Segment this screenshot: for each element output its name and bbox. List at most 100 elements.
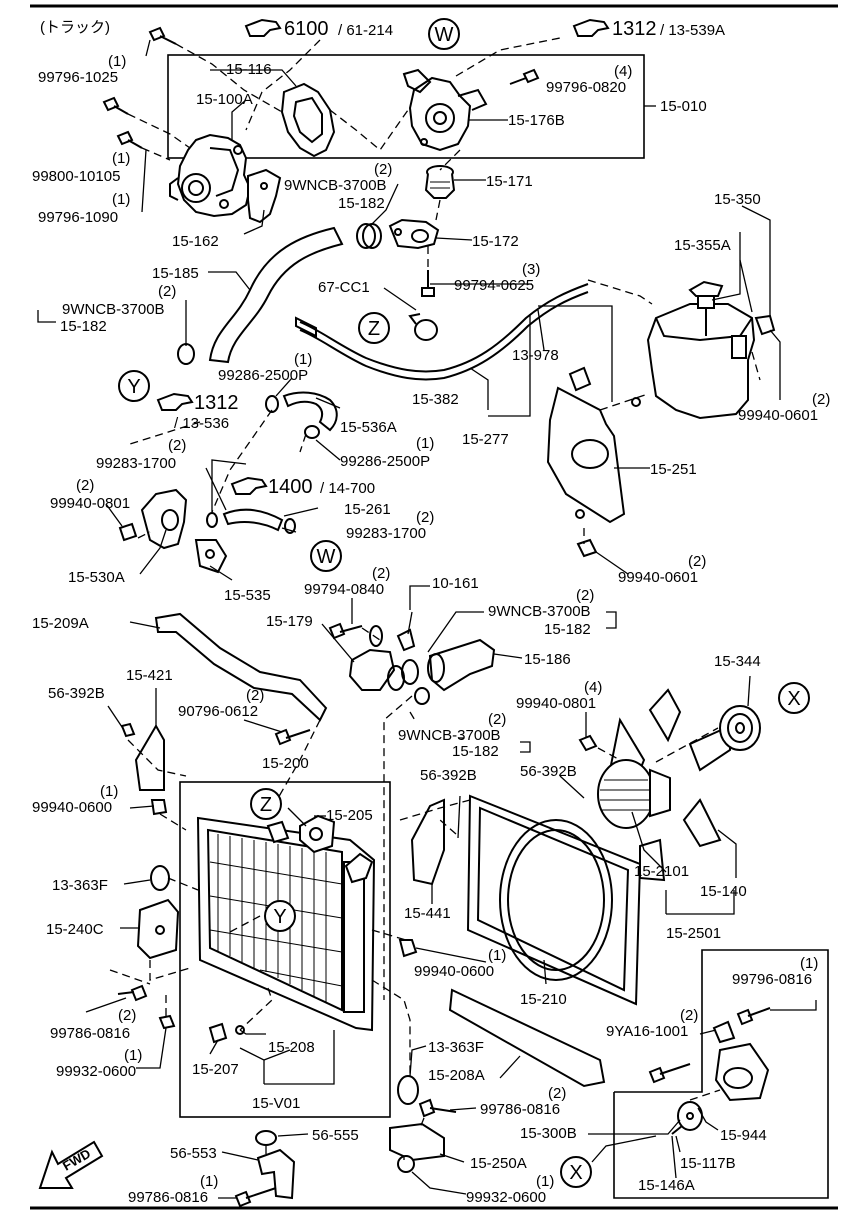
seal-15-441 (410, 798, 445, 886)
part-15-250A: 15-250A (470, 1155, 527, 1172)
part-99932-0600-bottom: 99932-0600 (466, 1189, 546, 1206)
part-15-V01: 15-V01 (252, 1095, 300, 1112)
svg-text:(2): (2) (246, 687, 264, 704)
part-9WNCB-3700B-top: 9WNCB-3700B (284, 177, 387, 194)
part-15-421: 15-421 (126, 667, 173, 684)
part-99940-0600-left: 99940-0600 (32, 799, 112, 816)
part-99796-1090: 99796-1090 (38, 209, 118, 226)
ref-1312-a-fig: / 13-539A (660, 22, 725, 39)
part-15-117B: 15-117B (680, 1155, 736, 1172)
part-99786-0816-left: 99786-0816 (50, 1025, 130, 1042)
bypass-pipe-drawing (118, 488, 296, 574)
svg-text:(2): (2) (548, 1085, 566, 1102)
bracket-15-251-drawing (546, 366, 641, 524)
part-15-176B: 15-176B (508, 112, 565, 129)
part-99796-0816: 99796-0816 (732, 971, 812, 988)
svg-text:Y: Y (127, 376, 140, 398)
pointing-hand-icon (230, 476, 268, 495)
svg-text:(1): (1) (112, 191, 130, 208)
ref-1312-b-fig: / 13-536 (174, 415, 229, 432)
part-15-208A: 15-208A (428, 1067, 485, 1084)
svg-text:(1): (1) (112, 150, 130, 167)
fwd-arrow-icon: FWD (38, 1140, 104, 1189)
ref-6100-fig: / 61-214 (338, 22, 393, 39)
overflow-hose-15-382 (299, 283, 589, 373)
reservoir-tank-15-350-drawing (646, 280, 776, 420)
pointing-hand-icon (156, 392, 194, 411)
bolts-top-drawing (102, 26, 540, 149)
part-15-208: 15-208 (268, 1039, 315, 1056)
part-15-251: 15-251 (650, 461, 697, 478)
part-15-140: 15-140 (700, 883, 747, 900)
ref-1400-page: 1400 (268, 476, 313, 498)
part-labels: (1) 99796-1025 15-116 15-100A (4) 99796-… (32, 53, 830, 1206)
part-9WNCB-3700B-mid: 9WNCB-3700B (488, 603, 591, 620)
part-13-363F-left: 13-363F (52, 877, 108, 894)
marker-z-top: Z (358, 312, 390, 344)
ref-1400[interactable]: 1400 / 14-700 (230, 476, 375, 498)
marker-y-top: Y (118, 370, 150, 402)
part-99940-0801-left: 99940-0801 (50, 495, 130, 512)
marker-y-radiator: Y (264, 900, 296, 932)
hose-15-186-drawing (348, 625, 496, 705)
part-9WNCB-3700B-lower: 9WNCB-3700B (398, 727, 501, 744)
part-15-300B: 15-300B (520, 1125, 577, 1142)
part-99940-0601-bottom: 99940-0601 (618, 569, 698, 586)
part-10-161: 10-161 (432, 575, 479, 592)
ref-1312-b-page: 1312 (194, 392, 239, 414)
part-15-536A: 15-536A (340, 419, 397, 436)
nut-drawing (576, 538, 598, 558)
svg-text:(2): (2) (576, 587, 594, 604)
part-15-171: 15-171 (486, 173, 533, 190)
ref-6100[interactable]: 6100 / 61-214 (244, 18, 393, 40)
part-56-392B-center: 56-392B (420, 767, 477, 784)
marker-w-mid: W (310, 540, 342, 572)
svg-text:(2): (2) (158, 283, 176, 300)
svg-text:(1): (1) (124, 1047, 142, 1064)
fan-shroud-15-210-drawing (466, 794, 642, 1006)
dashed-connection-lines (109, 37, 761, 1160)
part-15-441: 15-441 (404, 905, 451, 922)
part-15-350: 15-350 (714, 191, 761, 208)
pointing-hand-icon (244, 18, 282, 37)
svg-text:(2): (2) (168, 437, 186, 454)
clip-67-CC1-drawing (408, 313, 438, 341)
svg-text:Y: Y (273, 906, 286, 928)
marker-z-radiator: Z (250, 788, 282, 820)
part-15-205: 15-205 (326, 807, 373, 824)
ref-1312-a[interactable]: 1312 / 13-539A (572, 18, 725, 40)
part-15-344: 15-344 (714, 653, 761, 670)
ref-1312-b[interactable]: 1312 / 13-536 (156, 392, 239, 432)
fan-drive-group-box (613, 949, 829, 1199)
part-9YA16-1001: 9YA16-1001 (606, 1023, 688, 1040)
part-13-363F-right: 13-363F (428, 1039, 484, 1056)
part-99940-0600-right: 99940-0600 (414, 963, 494, 980)
part-56-553: 56-553 (170, 1145, 217, 1162)
svg-text:(1): (1) (488, 947, 506, 964)
ref-1312-a-page: 1312 (612, 18, 657, 40)
part-15-277: 15-277 (462, 431, 509, 448)
part-99940-0601-top: 99940-0601 (738, 407, 818, 424)
svg-text:(2): (2) (688, 553, 706, 570)
clamp-ring (177, 343, 195, 365)
svg-text:(4): (4) (584, 679, 602, 696)
part-56-392B-left: 56-392B (48, 685, 105, 702)
part-15-200: 15-200 (262, 755, 309, 772)
part-15-182-top: 15-182 (338, 195, 385, 212)
part-15-146A: 15-146A (638, 1177, 695, 1194)
water-pump-drawing (169, 133, 282, 224)
svg-text:(2): (2) (488, 711, 506, 728)
part-15-944: 15-944 (720, 1127, 767, 1144)
part-99794-0625: 99794-0625 (454, 277, 534, 294)
fan-drive-15-300B-drawing (648, 1007, 771, 1135)
svg-text:(1): (1) (416, 435, 434, 452)
marker-x-fandrive: X (560, 1156, 592, 1188)
part-99800-10105: 99800-10105 (32, 168, 120, 185)
hose-clamp-drawing (356, 223, 382, 249)
part-9WNCB-3700B-left: 9WNCB-3700B (62, 301, 165, 318)
svg-text:X: X (787, 688, 800, 710)
vehicle-type-label: (トラック) (40, 19, 110, 36)
part-15-010: 15-010 (660, 98, 707, 115)
svg-text:(2): (2) (374, 161, 392, 178)
